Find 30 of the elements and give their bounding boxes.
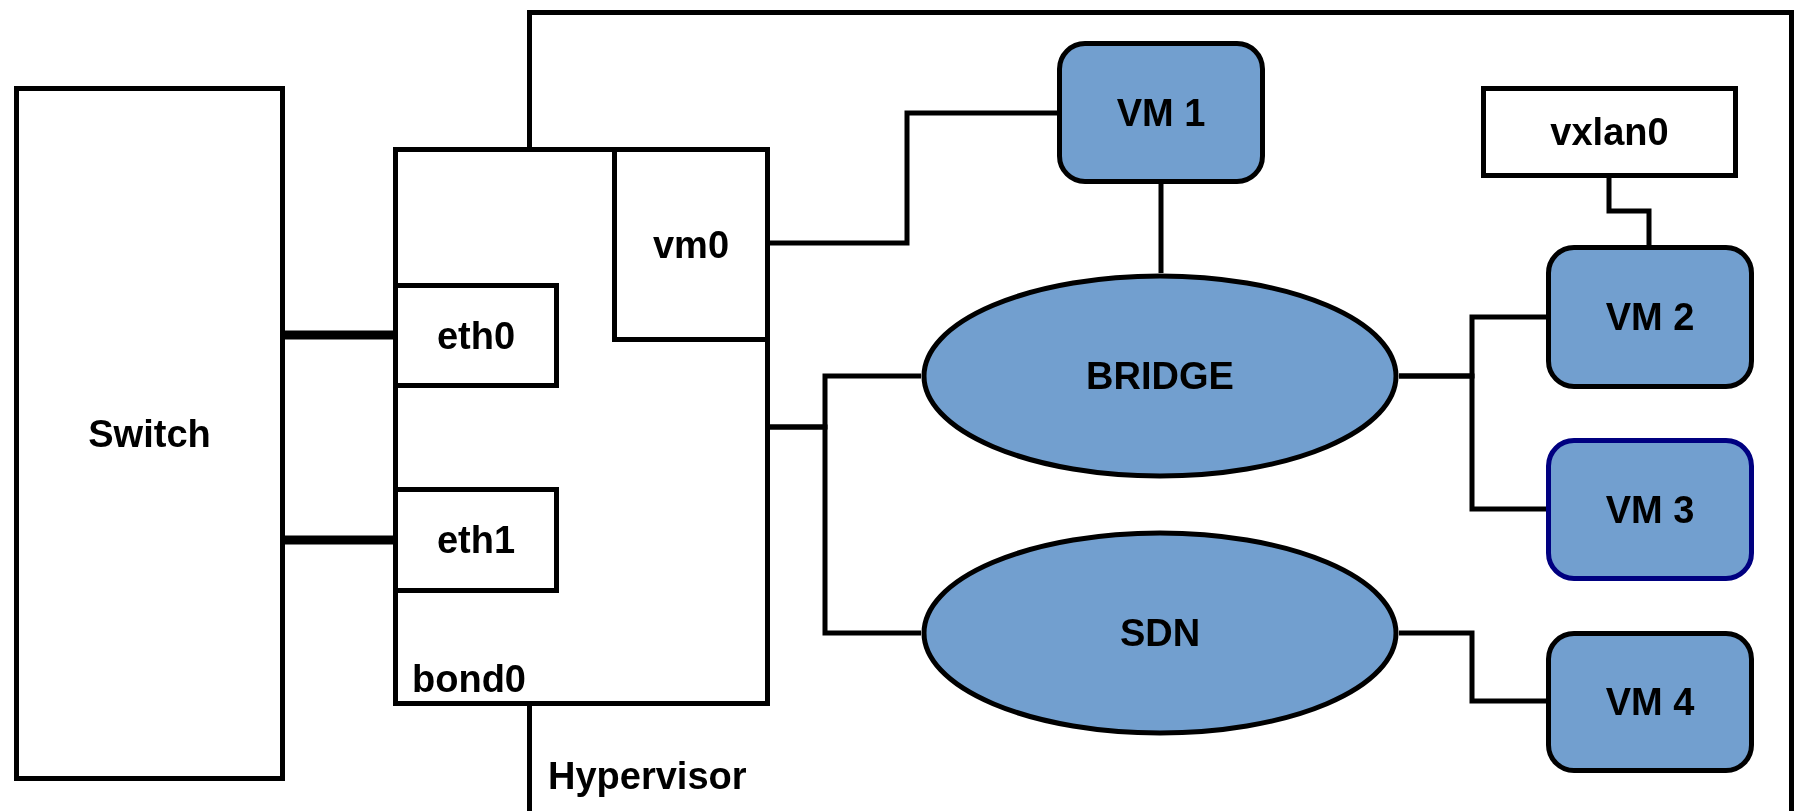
ellipse-node <box>921 530 1399 736</box>
connector-line <box>1606 178 1652 245</box>
node-label: BRIDGE <box>1086 357 1234 395</box>
connector-line <box>770 110 1057 246</box>
vm-box <box>1057 41 1265 184</box>
node-label: VM 2 <box>1605 298 1695 336</box>
vm-box <box>1546 438 1754 581</box>
node-label: VM 3 <box>1605 490 1695 529</box>
connector-line <box>285 330 393 340</box>
connector-line <box>1399 630 1546 704</box>
node-label: SDN <box>1119 614 1201 652</box>
vm-box <box>1546 631 1754 773</box>
connector-line <box>285 535 393 545</box>
hypervisor-frame <box>527 10 1794 811</box>
vm-box <box>1546 245 1754 389</box>
node-label: vm0 <box>652 225 730 264</box>
connector-line <box>1158 184 1164 273</box>
interface-box <box>14 86 285 781</box>
node-label: bond0 <box>412 658 526 700</box>
node-label: Switch <box>88 414 211 453</box>
node-label: VM 1 <box>1116 93 1206 132</box>
node-label: Hypervisor <box>548 755 747 797</box>
node-label: VM 4 <box>1605 683 1695 721</box>
node-label: eth0 <box>436 316 516 355</box>
node-label: eth1 <box>436 521 516 559</box>
connector-line <box>1399 373 1546 512</box>
ellipse-node <box>921 273 1399 479</box>
connector-line <box>770 424 921 636</box>
node-label: vxlan0 <box>1550 113 1669 151</box>
interface-box <box>1481 86 1738 178</box>
